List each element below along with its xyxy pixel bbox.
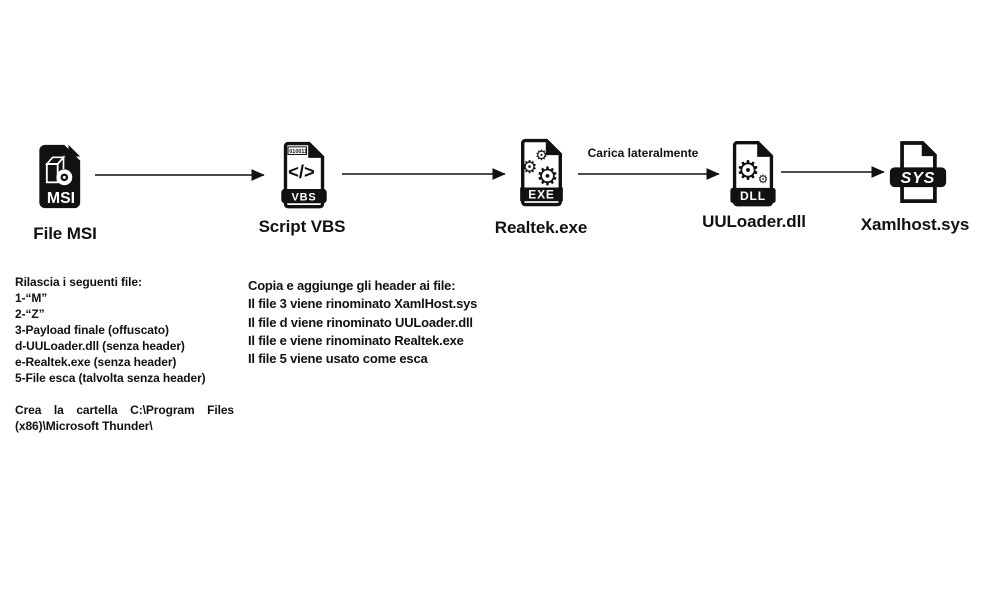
file-fold [921,141,938,157]
sys-badge-text: SYS [901,170,936,187]
msi-drop-note: Rilascia i seguenti file: 1-“M” 2-“Z” 3-Pay… [15,274,237,434]
dll-badge-text: DLL [740,189,766,203]
msi-badge-text: MSI [47,190,75,207]
badge-band [281,188,327,204]
node-label-msi: File MSI [33,224,97,243]
binary-text: 010011 [289,149,307,155]
gear-icon-large: ⚙ [536,163,559,191]
vbs-file-icon: 010011 </> VBS [281,141,327,209]
vbs-badge-text: VBS [292,191,317,203]
file-fold [68,144,81,157]
exe-file-icon: ⚙ ⚙ ⚙ EXE [520,138,563,207]
note-line: Rilascia i seguenti file: [15,275,142,289]
gear-icon-large: ⚙ [736,156,760,186]
file-fold [308,141,325,158]
software-box-side [57,155,65,169]
vbs-actions-lines: Copia e aggiunge gli header ai file: Il f… [248,277,518,368]
gear-icon-small: ⚙ [758,173,769,186]
badge-band [730,187,776,203]
badge-band [889,167,947,188]
node-label-exe: Realtek.exe [494,218,588,237]
vbs-actions-note: Copia e aggiunge gli header ai file: Il f… [248,277,518,368]
msi-drop-lines: Rilascia i seguenti file: 1-“M” 2-“Z” 3-Pay… [15,274,237,386]
folder-creation-note: Crea la cartella C:\Program Files (x86)\… [15,403,234,433]
note-line: Il file e viene rinominato Realtek.exe [248,332,464,348]
exe-badge-text: EXE [528,188,554,202]
note-line: 1-“M” [15,291,48,305]
binary-box [287,146,308,155]
badge-band [520,187,563,202]
edge-label-sideload: Carica lateralmente [587,146,699,160]
note-line: Il file 5 viene usato come esca [248,351,428,367]
dll-file-icon: ⚙ ⚙ DLL [730,141,776,207]
disc-hole-inner [62,175,66,179]
sys-file-icon: SYS [889,141,947,203]
file-fold [545,138,563,156]
node-label-sys: Xamlhost.sys [860,215,970,234]
gear-icon-medium: ⚙ [522,157,538,177]
node-label-vbs: Script VBS [258,217,346,236]
note-line: 3-Payload finale (offuscato) [15,323,169,337]
note-line: Copia e aggiunge gli header ai file: [248,278,456,293]
code-icon: </> [288,161,315,182]
note-line: 2-“Z” [15,307,45,321]
msi-file-icon: MSI [39,144,81,209]
note-line: Il file d viene rinominato UULoader.dll [248,314,473,330]
note-line: d-UULoader.dll (senza header) [15,339,185,353]
note-line: Il file 3 viene rinominato XamlHost.sys [248,296,478,312]
node-label-dll: UULoader.dll [702,212,806,231]
gear-icon-small: ⚙ [535,148,548,164]
note-line: 5-File esca (talvolta senza header) [15,371,206,385]
file-fold [757,141,774,157]
note-line: e-Realtek.exe (senza header) [15,355,177,369]
